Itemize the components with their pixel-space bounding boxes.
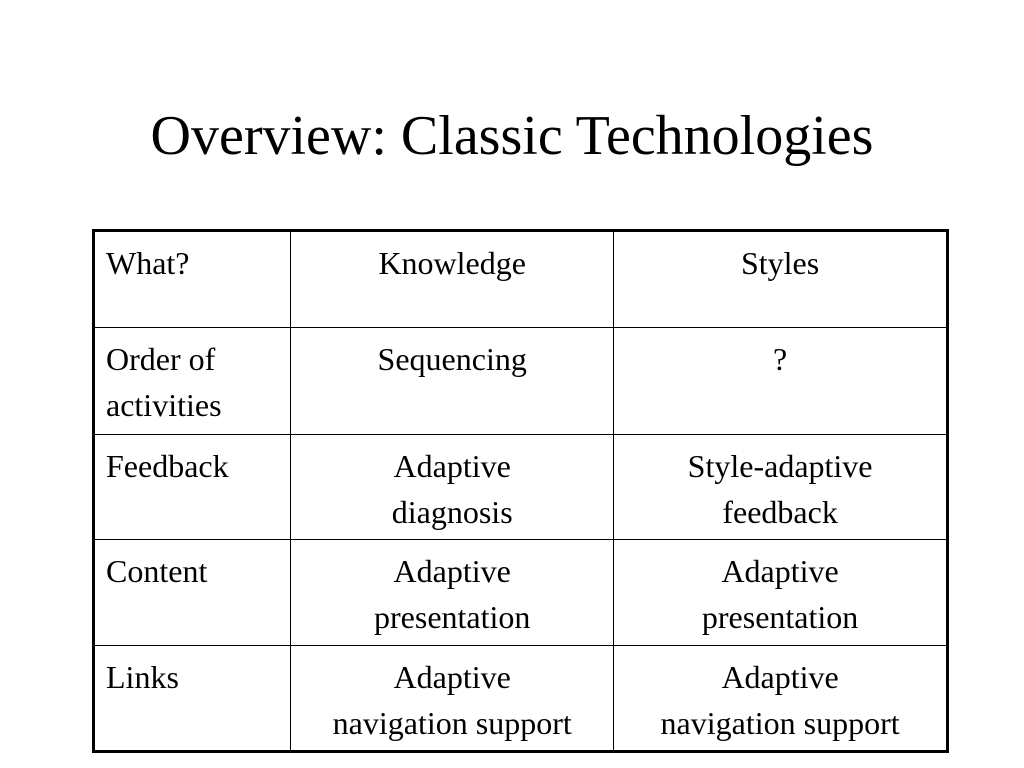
table-row-content: Content Adaptive presentation Adaptive p… xyxy=(92,539,948,646)
cell-order-knowledge: Sequencing xyxy=(290,327,615,435)
cell-links-styles: Adaptive navigation support xyxy=(613,645,948,752)
table-row-feedback: Feedback Adaptive diagnosis Style-adapti… xyxy=(92,434,948,540)
row-label-links: Links xyxy=(92,645,292,752)
header-cell-knowledge: Knowledge xyxy=(290,230,615,328)
row-label-content: Content xyxy=(92,539,292,646)
cell-order-styles: ? xyxy=(613,327,948,435)
cell-content-knowledge: Adaptive presentation xyxy=(290,539,615,646)
table-row-links: Links Adaptive navigation support Adapti… xyxy=(92,645,948,752)
slide-title: Overview: Classic Technologies xyxy=(150,105,874,167)
cell-feedback-styles: Style-adaptive feedback xyxy=(613,434,948,540)
table-row-header: What? Knowledge Styles xyxy=(92,230,948,328)
cell-links-knowledge: Adaptive navigation support xyxy=(290,645,615,752)
cell-content-styles: Adaptive presentation xyxy=(613,539,948,646)
table-row-order: Order of activities Sequencing ? xyxy=(92,327,948,435)
cell-feedback-knowledge: Adaptive diagnosis xyxy=(290,434,615,540)
row-label-order-of-activities: Order of activities xyxy=(92,327,292,435)
header-cell-styles: Styles xyxy=(613,230,948,328)
row-label-feedback: Feedback xyxy=(92,434,292,540)
header-cell-what: What? xyxy=(92,230,292,328)
overview-table: What? Knowledge Styles Order of activiti… xyxy=(92,229,949,753)
